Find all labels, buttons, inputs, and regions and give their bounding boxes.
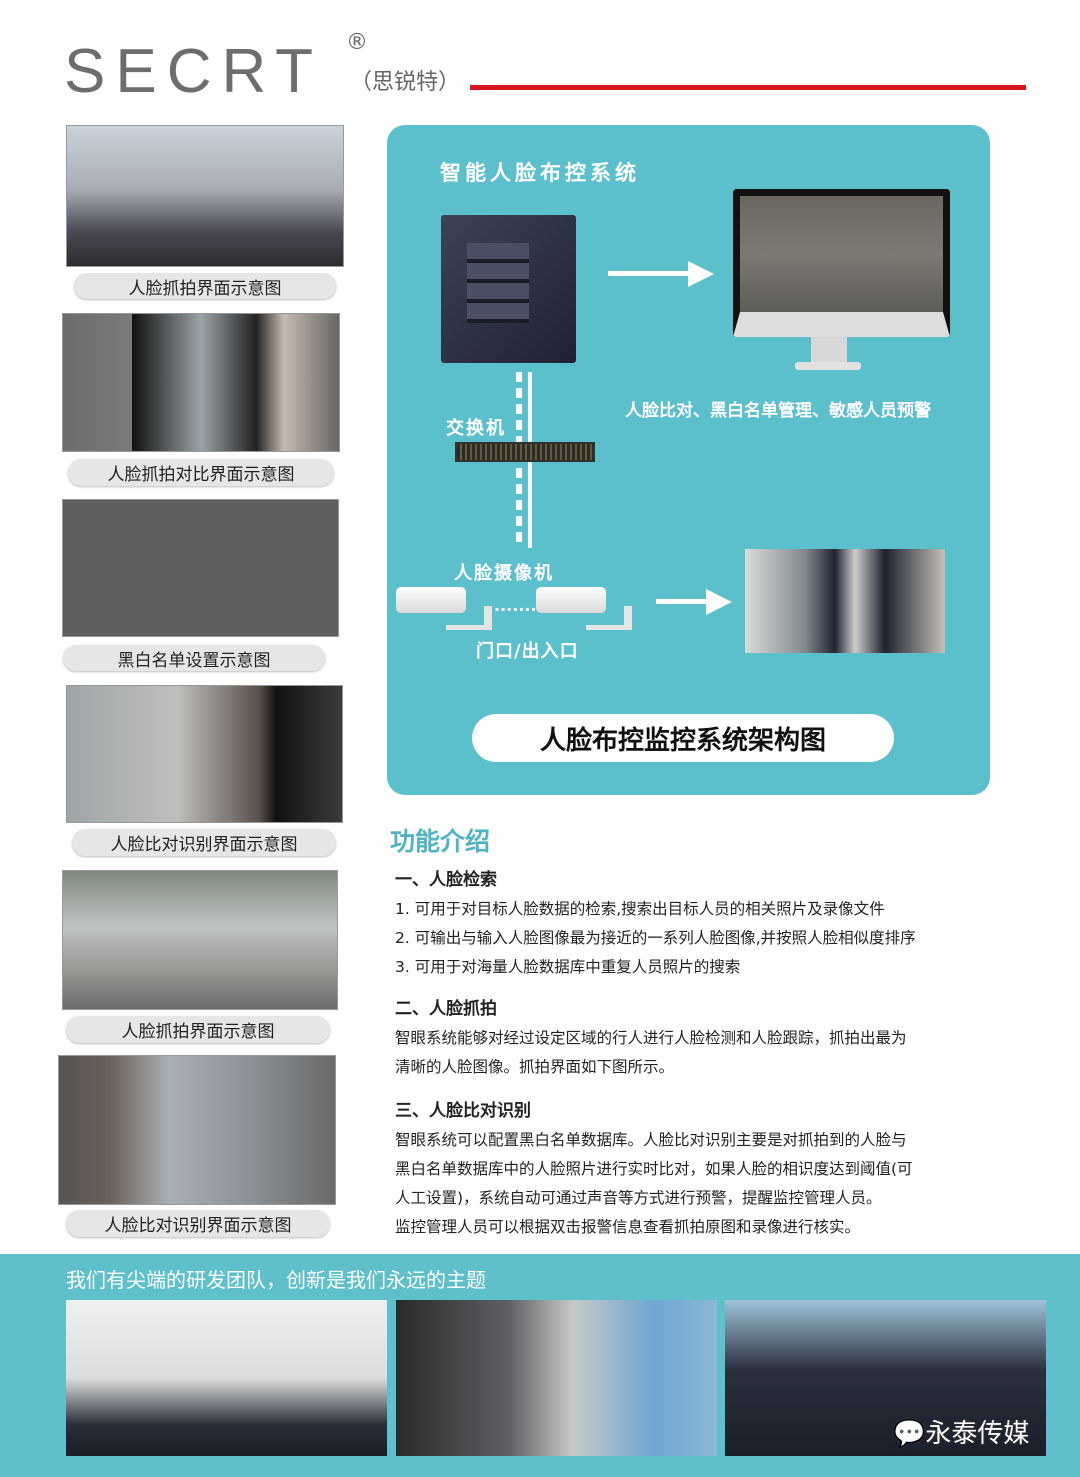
- wechat-icon: 💬: [893, 1419, 926, 1449]
- network-switch-image: [455, 442, 595, 462]
- dots: ·······: [494, 600, 537, 619]
- section-line: 智眼系统可以配置黑白名单数据库。人脸比对识别主要是对抓拍到的人脸与: [395, 1131, 907, 1149]
- brand-chinese-name: （思锐特）: [350, 70, 461, 95]
- camera-mount: [586, 606, 632, 630]
- registered-mark: ®: [346, 30, 368, 55]
- caption: 人脸比对识别界面示意图: [72, 829, 336, 856]
- camera-label: 人脸摄像机: [454, 563, 554, 584]
- monitor-stand: [811, 337, 847, 362]
- camera-mount: [446, 606, 492, 630]
- caption: 人脸抓拍对比界面示意图: [68, 459, 334, 486]
- caption: 人脸抓拍界面示意图: [74, 273, 336, 299]
- section-heading: 一、人脸检索: [395, 870, 497, 890]
- watermark-text: 永泰传媒: [925, 1419, 1030, 1449]
- header-divider: [470, 85, 1026, 90]
- monitor-caption: 人脸比对、黑白名单管理、敏感人员预警: [625, 401, 931, 421]
- screenshot-image: [62, 870, 338, 1010]
- server-image: [441, 215, 576, 363]
- caption: 人脸比对识别界面示意图: [66, 1210, 330, 1237]
- screenshot-image: [66, 125, 344, 267]
- monitor-base: [795, 362, 861, 370]
- screenshot-image: [66, 685, 343, 823]
- section-line: 3. 可用于对海量人脸数据库中重复人员照片的搜索: [395, 958, 741, 976]
- caption: 黑白名单设置示意图: [63, 645, 325, 671]
- entrance-label: 门口/出入口: [476, 641, 579, 662]
- team-title: 我们有尖端的研发团队，创新是我们永远的主题: [66, 1268, 486, 1292]
- section-line: 黑白名单数据库中的人脸照片进行实时比对，如果人脸的相识度达到阈值(可: [395, 1160, 913, 1178]
- section-line: 监控管理人员可以根据双击报警信息查看抓拍原图和录像进行核实。: [395, 1218, 861, 1236]
- section-line: 2. 可输出与输入人脸图像最为接近的一系列人脸图像,并按照人脸相似度排序: [395, 929, 916, 947]
- team-photo-testing: [396, 1300, 717, 1456]
- wechat-watermark: 💬永泰传媒: [893, 1413, 1029, 1450]
- arrow-head-icon: [706, 589, 732, 615]
- camera-capture-photo: [745, 549, 945, 653]
- section-line: 1. 可用于对目标人脸数据的检索,搜索出目标人员的相关照片及录像文件: [395, 900, 885, 918]
- section-line: 智眼系统能够对经过设定区域的行人进行人脸检测和人脸跟踪，抓拍出最为: [395, 1029, 907, 1047]
- team-photo-group: [725, 1300, 1046, 1456]
- diagram-footer-title: 人脸布控监控系统架构图: [472, 714, 894, 762]
- monitor-image: [733, 189, 950, 337]
- section-line: 清晰的人脸图像。抓拍界面如下图所示。: [395, 1058, 675, 1076]
- screenshot-image: [62, 313, 340, 452]
- screenshot-image: [58, 1055, 336, 1205]
- switch-label: 交换机: [446, 418, 506, 439]
- team-photo-lab: [66, 1300, 387, 1456]
- camera-icon: [536, 587, 606, 613]
- caption: 人脸抓拍界面示意图: [66, 1016, 330, 1043]
- camera-icon: [396, 587, 466, 613]
- section-heading: 三、人脸比对识别: [395, 1101, 531, 1121]
- brand-logo: SECRT: [64, 37, 324, 106]
- section-line: 人工设置)，系统自动可通过声音等方式进行预警，提醒监控管理人员。: [395, 1189, 882, 1207]
- diagram-title: 智能人脸布控系统: [440, 161, 640, 185]
- arrow-to-photo: [656, 599, 708, 604]
- screenshot-image: [62, 499, 339, 637]
- section-heading: 二、人脸抓拍: [395, 999, 497, 1019]
- arrow-head-icon: [688, 261, 714, 287]
- features-title: 功能介绍: [390, 827, 491, 856]
- arrow-to-monitor: [608, 271, 688, 276]
